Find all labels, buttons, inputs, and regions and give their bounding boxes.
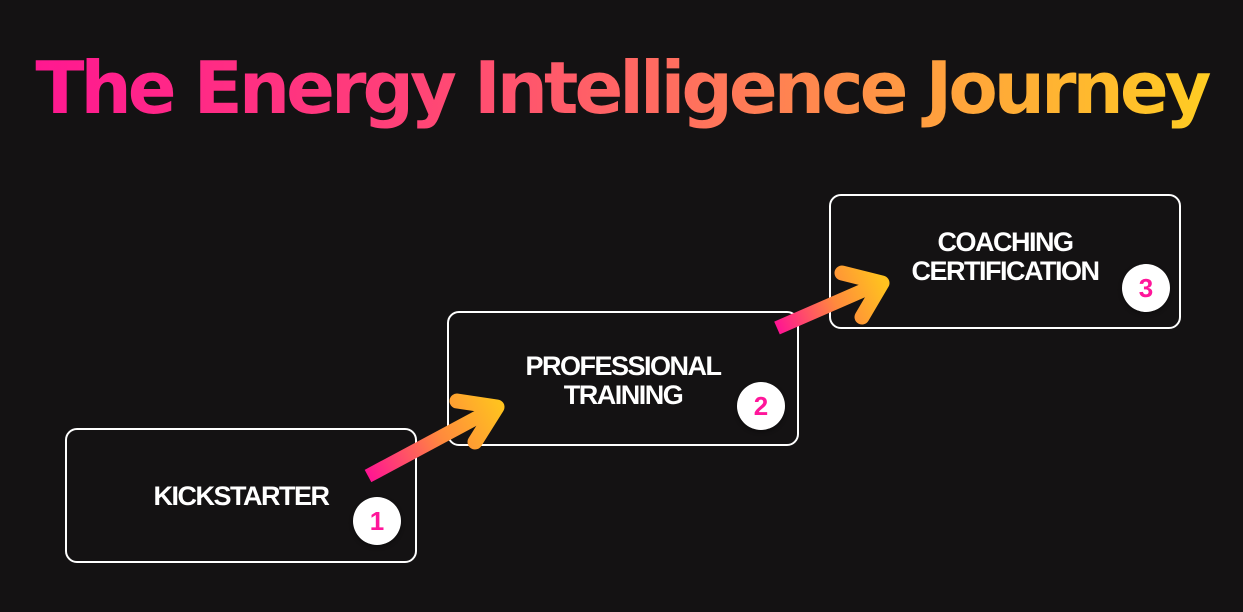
step-label-line: KICKSTARTER bbox=[153, 481, 331, 511]
diagram-title: The Energy Intelligence Journey bbox=[0, 38, 1243, 138]
step-number-badge-1: 1 bbox=[353, 497, 401, 545]
step-label-professional-training: PROFESSIONAL TRAINING bbox=[447, 352, 799, 410]
step-box-coaching-certification bbox=[829, 194, 1181, 329]
step-number-badge-2: 2 bbox=[737, 382, 785, 430]
step-label-line: CERTIFICATION bbox=[911, 256, 1100, 286]
step-label-kickstarter: KICKSTARTER bbox=[65, 482, 417, 511]
step-number-badge-3: 3 bbox=[1122, 264, 1170, 312]
step-label-line: COACHING bbox=[937, 227, 1075, 257]
arrow-icon bbox=[364, 393, 505, 483]
step-label-line: TRAINING bbox=[563, 380, 684, 410]
step-label-coaching-certification: COACHING CERTIFICATION bbox=[829, 228, 1181, 286]
step-label-line: PROFESSIONAL bbox=[525, 351, 722, 381]
step-box-kickstarter bbox=[65, 428, 417, 563]
arrow-icon bbox=[774, 265, 890, 335]
step-box-professional-training bbox=[447, 311, 799, 446]
